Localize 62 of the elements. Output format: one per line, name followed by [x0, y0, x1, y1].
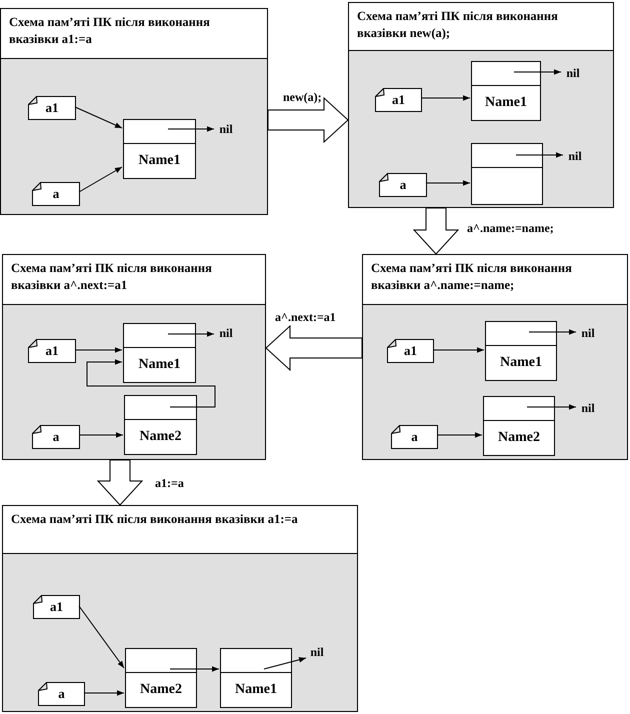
list-record-box: Name2 — [124, 395, 197, 455]
arrow — [78, 432, 124, 438]
pointer-tag: a1 — [375, 88, 422, 112]
nil-label: nil — [562, 65, 584, 81]
memory-panel — [2, 254, 266, 460]
pointer-tag: a1 — [28, 96, 76, 120]
nil-label: nil — [306, 644, 328, 660]
panel-heading: Схема пам’яті ПК після виконання вказівки a^.name:=name; — [363, 255, 627, 305]
list-record-box: Name1 — [123, 323, 196, 383]
edge-label: a^.next:=a1 — [274, 310, 337, 325]
memory-panel — [362, 254, 628, 460]
pointer-tag: a — [379, 173, 427, 197]
block-arrow — [265, 324, 362, 372]
list-record-box: Name1 — [123, 119, 196, 179]
nil-label: nil — [215, 121, 237, 137]
list-record-box: Name1 — [471, 61, 541, 121]
panel-heading: Схема пам’яті ПК після виконання вказівки new(a); — [349, 3, 613, 51]
arrow — [436, 432, 482, 438]
block-arrow — [268, 96, 349, 144]
arrow — [78, 166, 122, 192]
panel-heading: Схема пам’яті ПК після виконання вказівки a^.next:=a1 — [3, 255, 265, 305]
arrow — [168, 126, 214, 132]
arrow — [516, 152, 564, 158]
arrow — [78, 606, 124, 668]
panel-heading: Схема пам’яті ПК після виконання вказівки a1:=a — [1, 9, 267, 59]
list-record-box: Name2 — [125, 648, 197, 708]
pointer-tag: a1 — [387, 339, 434, 363]
list-record-box: Name1 — [485, 321, 557, 381]
arrow — [432, 347, 484, 353]
pointer-tag: a — [391, 425, 438, 449]
arrow — [84, 690, 124, 696]
pointer-tag: a1 — [28, 339, 76, 363]
arrow — [264, 657, 306, 670]
arrow — [74, 106, 122, 128]
nil-label: nil — [215, 325, 237, 341]
pointer-tag: a — [38, 682, 85, 706]
pointer-tag: a — [32, 425, 80, 449]
arrow — [514, 69, 562, 75]
edge-label: new(a); — [282, 90, 323, 105]
panel-heading: Схема пам’яті ПК після виконання вказівки a1:=a — [3, 506, 357, 554]
memory-panel — [348, 2, 614, 208]
list-record-box: Name1 — [220, 648, 292, 708]
list-record-box — [471, 143, 543, 205]
arrow — [420, 95, 470, 101]
arrow — [526, 404, 576, 410]
arrow — [528, 329, 576, 335]
arrow — [86, 359, 216, 408]
block-arrow — [412, 208, 460, 255]
arrow — [168, 331, 214, 337]
edge-label: a^.name:=name; — [466, 221, 555, 236]
arrow — [74, 347, 122, 353]
list-record-box: Name2 — [483, 396, 555, 456]
nil-label: nil — [577, 400, 599, 416]
pointer-tag: a1 — [33, 595, 80, 619]
block-arrow — [96, 460, 144, 506]
arrow — [170, 666, 220, 672]
memory-panel — [0, 8, 268, 215]
nil-label: nil — [577, 325, 599, 341]
nil-label: nil — [564, 148, 586, 164]
arrow — [426, 180, 470, 186]
pointer-tag: a — [32, 182, 80, 206]
memory-panel — [2, 505, 358, 712]
